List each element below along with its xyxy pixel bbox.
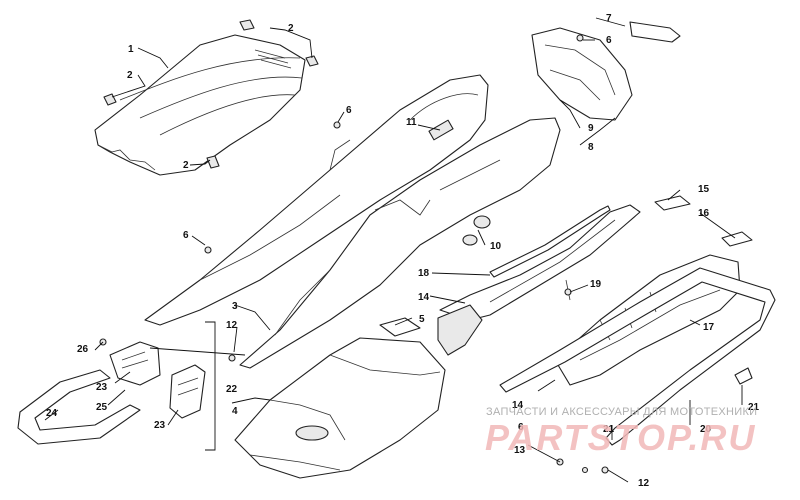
callout-2: 2 [127, 70, 133, 81]
leader-lines [44, 17, 743, 483]
callout-6: 6 [183, 230, 189, 241]
watermark-brand: PARTSTOP.RU [485, 417, 756, 458]
callout-13: 13 [514, 445, 526, 456]
callout-20: 20 [700, 424, 712, 435]
callout-12: 12 [226, 320, 238, 331]
callout-8: 8 [588, 142, 594, 153]
right-side-panel [239, 117, 561, 369]
callout-14: 14 [418, 292, 430, 303]
callout-21: 21 [748, 402, 760, 413]
callout-18: 18 [418, 268, 430, 279]
callout-14: 14 [512, 400, 524, 411]
callout-22: 22 [226, 384, 238, 395]
bracket-parts [109, 341, 206, 419]
callout-21: 21 [603, 424, 615, 435]
callout-6: 6 [346, 105, 352, 116]
hardware-parts [99, 34, 609, 474]
callout-4: 4 [232, 406, 238, 417]
grommet-parts [462, 215, 491, 246]
callout-26: 26 [77, 344, 89, 355]
decal-piece [379, 317, 421, 337]
callout-16: 16 [698, 208, 710, 219]
callout-6: 6 [518, 422, 524, 433]
callout-15: 15 [698, 184, 710, 195]
callout-25: 25 [96, 402, 108, 413]
tunnel-tub [234, 337, 446, 479]
callout-2: 2 [288, 23, 294, 34]
watermark-tagline: ЗАПЧАСТИ И АКСЕССУАРЫ ДЛЯ МОТОТЕХНИКИ [486, 406, 757, 418]
callout-10: 10 [490, 241, 502, 252]
callout-23: 23 [96, 382, 108, 393]
rear-bumper [17, 369, 141, 445]
rear-light-housing [531, 27, 633, 121]
watermark: ЗАПЧАСТИ И АКСЕССУАРЫ ДЛЯ МОТОТЕХНИКИ PA… [485, 406, 757, 458]
callout-9: 9 [588, 123, 594, 134]
long-rail-bar [499, 267, 776, 446]
callout-19: 19 [590, 279, 602, 290]
rail-assembly [437, 204, 641, 356]
callout-24: 24 [46, 408, 58, 419]
callout-3: 3 [232, 301, 238, 312]
callout-1: 1 [128, 44, 134, 55]
small-bracket [734, 367, 753, 385]
callout-labels: 1 2 2 2 6 6 6 6 3 4 5 7 8 9 10 11 12 12 … [46, 13, 760, 489]
taillight-lens [629, 21, 681, 43]
callout-5: 5 [419, 314, 425, 325]
callout-23: 23 [154, 420, 166, 431]
left-side-panel [144, 74, 489, 326]
callout-2: 2 [183, 160, 189, 171]
callout-12: 12 [638, 478, 650, 489]
callout-6: 6 [606, 35, 612, 46]
callout-17: 17 [703, 322, 715, 333]
callout-7: 7 [606, 13, 612, 24]
decal-pieces [654, 195, 753, 247]
trim-strip [489, 205, 611, 278]
hood-cover [94, 34, 306, 176]
callout-11: 11 [406, 117, 417, 128]
